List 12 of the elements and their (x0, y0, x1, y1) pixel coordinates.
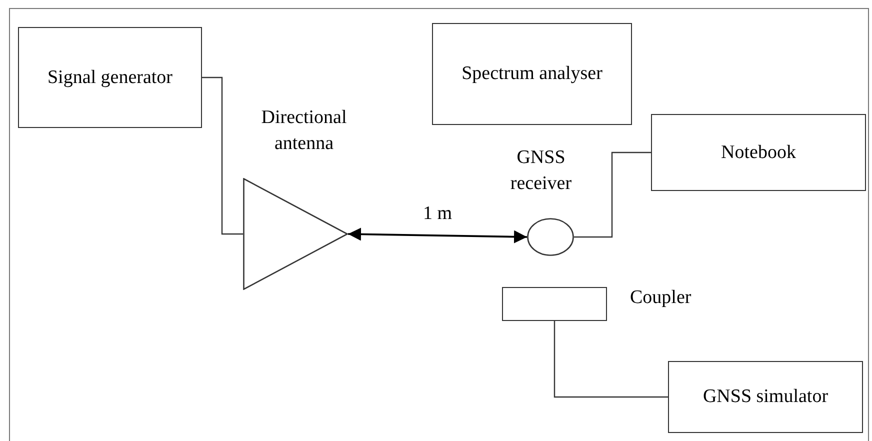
device-box: GNSS simulator (668, 361, 863, 433)
arrow (348, 228, 528, 244)
edge-label: 1 m (422, 202, 452, 226)
node-label: GNSS receiver (509, 146, 573, 196)
connector-line (574, 152, 651, 238)
connector-line (554, 321, 668, 398)
device-box: Signal generator (18, 27, 202, 128)
device-box: Spectrum analyser (432, 23, 632, 125)
node-label: Coupler (630, 286, 692, 310)
connector-line (202, 76, 243, 235)
node-label: Directional antenna (260, 106, 348, 156)
device-box: Notebook (651, 114, 866, 191)
